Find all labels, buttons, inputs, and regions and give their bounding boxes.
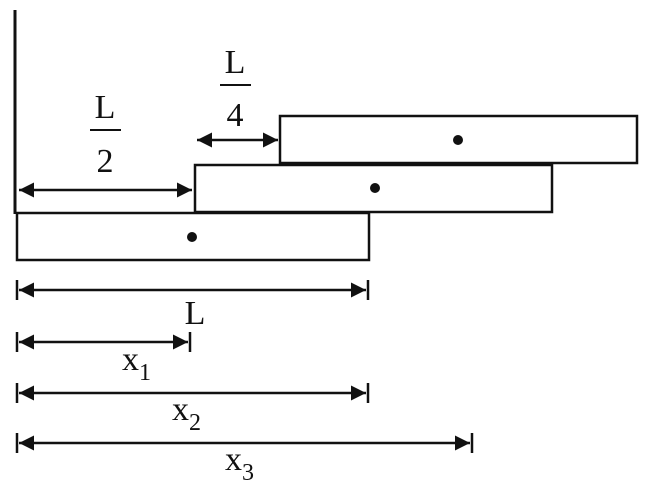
length-label: L	[185, 295, 206, 332]
x1-label: x1	[122, 341, 151, 386]
x2-label: x2	[172, 391, 201, 436]
x1-dimension	[15, 332, 192, 352]
length-dimension	[15, 280, 370, 300]
x2-dimension	[15, 383, 370, 403]
quarter-numerator: L	[225, 44, 246, 81]
center-of-mass-bottom	[187, 232, 197, 242]
center-of-mass-middle	[370, 183, 380, 193]
x3-dimension	[15, 433, 474, 453]
half-denominator: 2	[97, 143, 114, 180]
quarter-denominator: 4	[227, 97, 244, 134]
x3-label: x3	[225, 441, 254, 486]
half-numerator: L	[95, 89, 116, 126]
center-of-mass-top	[453, 135, 463, 145]
